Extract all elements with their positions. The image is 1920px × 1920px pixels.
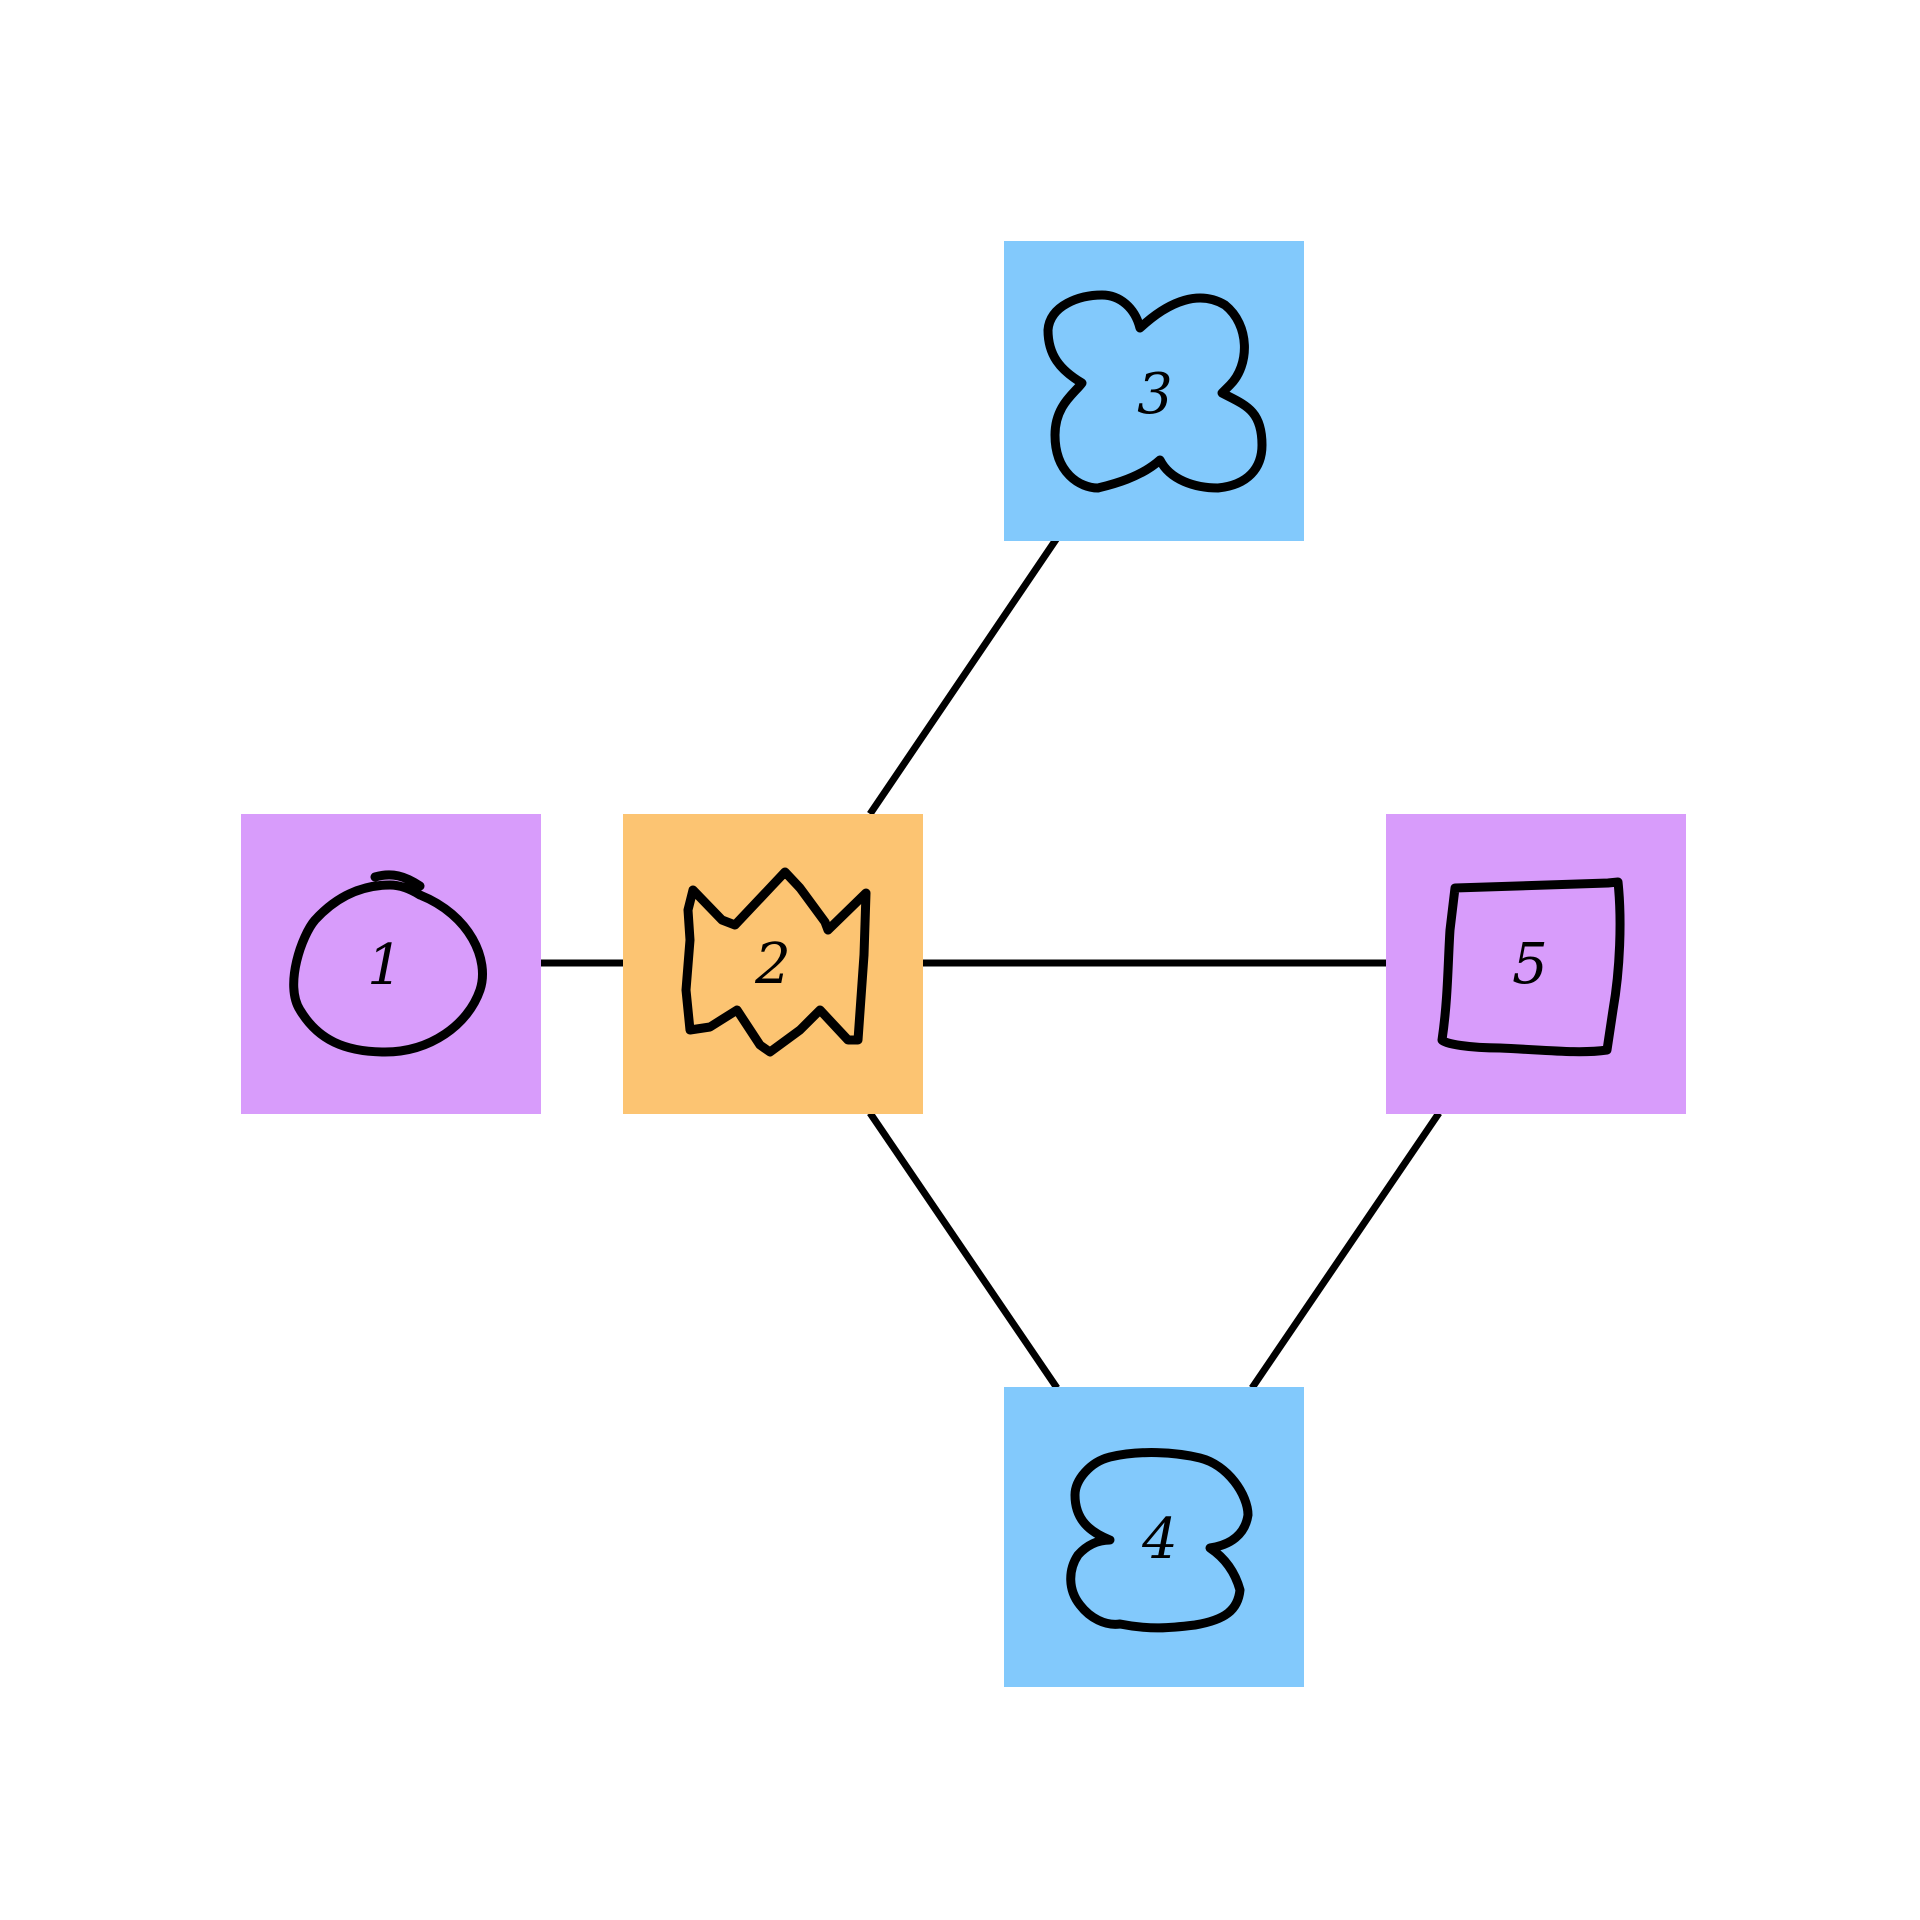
node-2-label: 2 xyxy=(754,932,791,997)
node-1-box xyxy=(241,814,541,1114)
node-4-box xyxy=(1004,1387,1304,1687)
node-3-label: 3 xyxy=(1137,362,1173,427)
edge-2-3 xyxy=(867,536,1060,816)
square-icon xyxy=(1437,877,1625,1057)
edge-5-4 xyxy=(1249,1111,1442,1390)
crown-icon xyxy=(681,867,871,1057)
cloud-icon xyxy=(1066,1448,1253,1633)
node-2-box xyxy=(623,814,923,1114)
node-5-box xyxy=(1386,814,1686,1114)
node-3-box xyxy=(1004,241,1304,541)
node-4: 4 xyxy=(1004,1387,1304,1687)
node-5-label: 5 xyxy=(1512,932,1548,997)
node-5: 5 xyxy=(1386,814,1686,1114)
node-1: 1 xyxy=(241,814,541,1114)
circle-icon xyxy=(289,870,487,1057)
node-1-label: 1 xyxy=(367,933,403,998)
node-3: 3 xyxy=(1004,241,1304,541)
edge-2-4 xyxy=(867,1111,1060,1390)
edges xyxy=(540,536,1442,1390)
flower-icon xyxy=(1043,290,1267,493)
node-2: 2 xyxy=(623,814,923,1114)
node-4-label: 4 xyxy=(1141,1507,1178,1572)
